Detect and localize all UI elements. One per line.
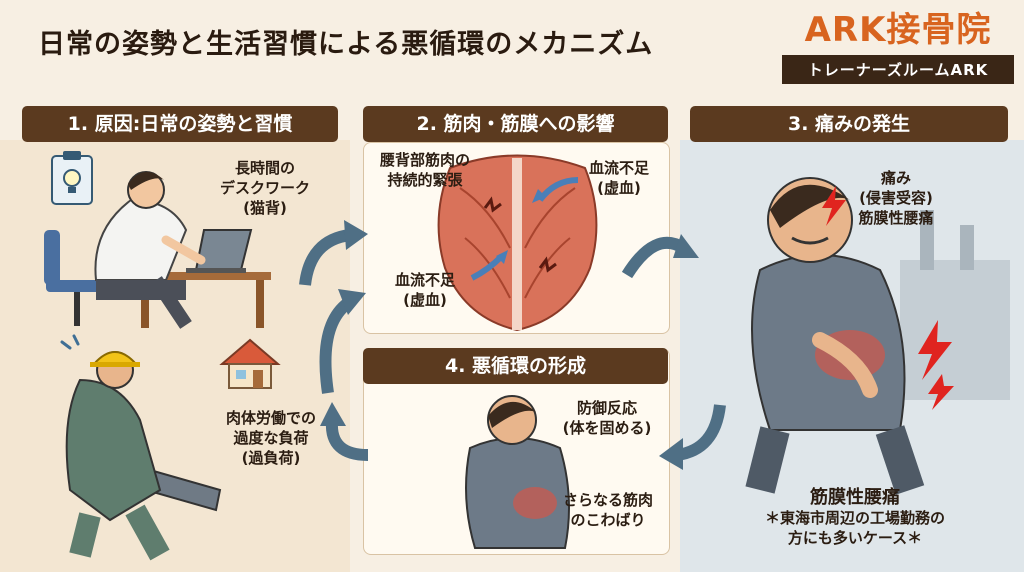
cycle-arrow-1-to-2 — [299, 220, 368, 286]
regional-note: ＊東海市周辺の工場勤務の — [764, 509, 945, 527]
brand-logo: ARK接骨院 トレーナーズルームARK — [782, 8, 1014, 84]
pain-label: 痛み (侵害受容) 筋膜性腰痛 — [858, 169, 934, 227]
factory-background — [900, 210, 1010, 400]
brand-name: ARK接骨院 — [804, 10, 992, 50]
cycle-arrow-2-to-3 — [621, 234, 699, 279]
pain-bolt-icon — [918, 320, 954, 410]
blood-flow-arrow-icon — [470, 250, 508, 281]
labor-label: 肉体労働での 過度な負荷 (過負荷) — [225, 409, 316, 467]
page-title: 日常の姿勢と生活習慣による悪循環のメカニズム — [38, 29, 654, 60]
desk-worker-illustration — [44, 171, 271, 329]
laborer-illustration — [60, 334, 222, 561]
pain-bolt-icon — [822, 186, 846, 226]
blood-flow-arrow-icon — [532, 177, 579, 203]
cycle-arrow-3-to-4 — [659, 404, 726, 470]
regional-note: 方にも多いケース＊ — [787, 529, 923, 547]
stiff-man-illustration — [465, 395, 570, 549]
muscle-header: 2. 筋肉・筋膜への影響 — [363, 106, 668, 142]
blood-flow-label-upper: 血流不足 (虚血) — [588, 159, 649, 197]
back-muscle-illustration — [437, 154, 598, 332]
stiffness-label: さらなる筋肉 のこわばり — [562, 491, 653, 529]
cycle-arrow-to-muscle — [319, 289, 366, 394]
house-icon — [219, 338, 281, 389]
cycle-arrow-4-to-1 — [320, 402, 369, 461]
pain-footer: 筋膜性腰痛 ＊東海市周辺の工場勤務の 方にも多いケース＊ — [700, 488, 1010, 548]
clipboard-lightbulb-icon — [51, 151, 93, 205]
cause-header: 1. 原因:日常の姿勢と習慣 — [22, 106, 338, 142]
cycle-header: 4. 悪循環の形成 — [363, 348, 668, 384]
desk-work-label: 長時間の デスクワーク (猫背) — [219, 159, 310, 217]
blood-flow-label-lower: 血流不足 (虚血) — [394, 271, 455, 309]
background-left — [0, 140, 350, 572]
defense-label: 防御反応 (体を固める) — [562, 399, 652, 437]
diagnosis-title: 筋膜性腰痛 — [810, 487, 900, 508]
brand-subtitle: トレーナーズルームARK — [782, 55, 1014, 84]
tension-label: 腰背部筋肉の 持続的緊張 — [379, 151, 470, 189]
pain-header: 3. 痛みの発生 — [690, 106, 1008, 142]
